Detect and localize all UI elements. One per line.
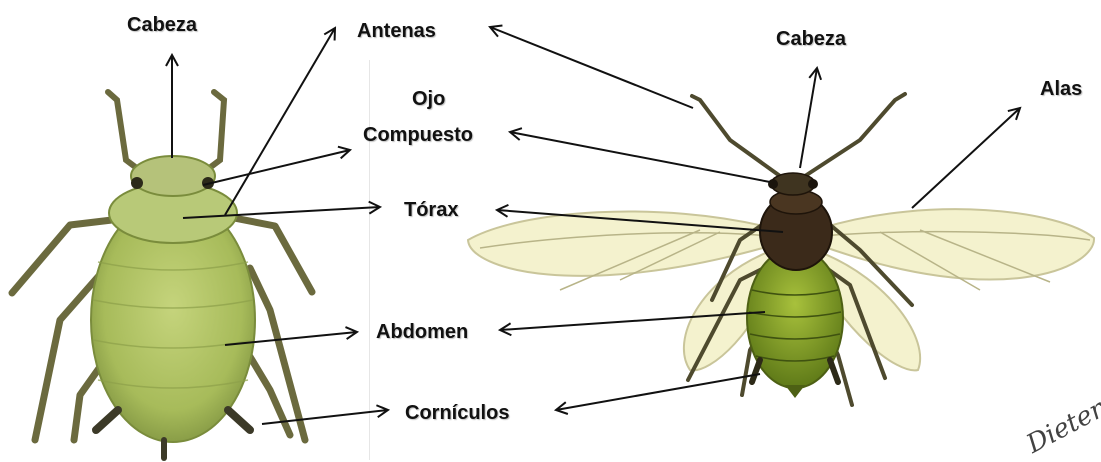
label-alas: Alas	[1040, 78, 1082, 100]
winged-cornicle-left	[752, 360, 760, 382]
label-compuesto: Compuesto	[363, 124, 473, 146]
label-cabeza-right: Cabeza	[776, 28, 846, 50]
label-ojo: Ojo	[412, 88, 445, 110]
label-cabeza-left: Cabeza	[127, 14, 197, 36]
arrow-corniculos-right	[556, 374, 760, 410]
winged-aphid	[468, 94, 1094, 405]
arrow-antenas-right	[490, 27, 693, 108]
label-torax: Tórax	[404, 199, 458, 221]
arrow-antenas-left	[225, 28, 335, 215]
wingless-cornicle-right	[228, 410, 250, 430]
label-antenas: Antenas	[357, 20, 436, 42]
winged-antennae	[692, 94, 905, 176]
winged-eye-right	[808, 179, 818, 189]
label-abdomen: Abdomen	[376, 321, 468, 343]
wingless-aphid	[12, 92, 312, 458]
arrow-ojo-left	[203, 150, 350, 185]
arrow-cabeza-right	[800, 68, 817, 168]
arrow-alas	[912, 108, 1020, 208]
winged-cornicle-right	[830, 360, 838, 382]
label-corniculos: Cornículos	[405, 402, 509, 424]
winged-eye-left	[768, 179, 778, 189]
wingless-eye-left	[131, 177, 143, 189]
wingless-head	[131, 156, 215, 196]
wingless-cornicle-left	[96, 410, 118, 430]
winged-cauda	[785, 385, 805, 398]
